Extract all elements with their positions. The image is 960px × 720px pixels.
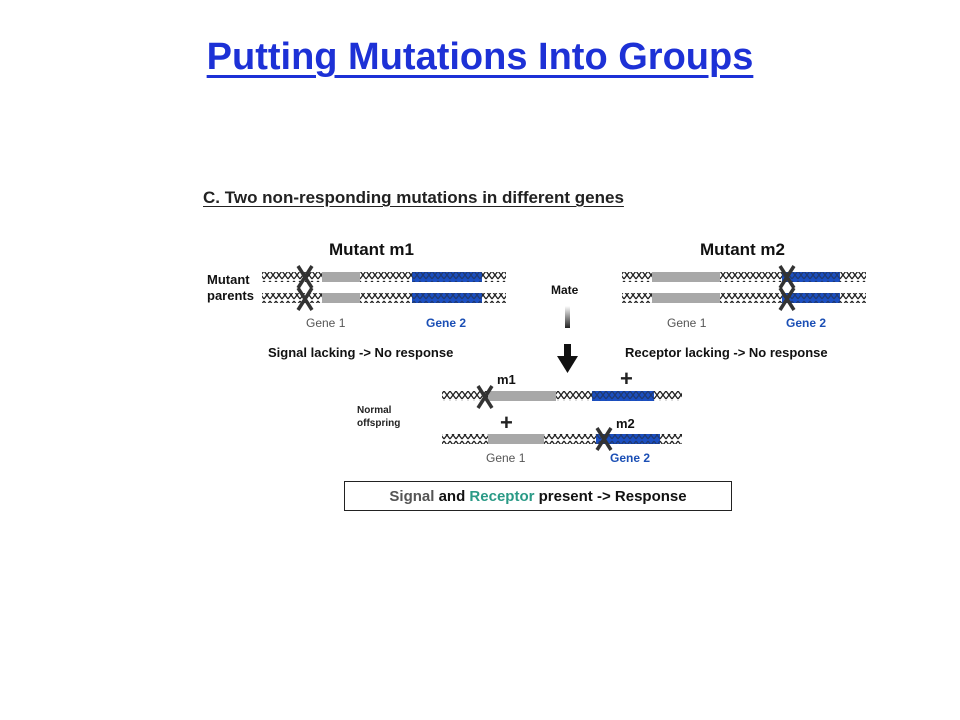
gene1-label-offspring: Gene 1: [486, 451, 526, 465]
mate-arrow-shaft: [565, 306, 570, 328]
chromosome-m2-top: [622, 272, 866, 282]
gene1-label-right: Gene 1: [667, 316, 707, 330]
diagram-subtitle: C. Two non-responding mutations in diffe…: [203, 188, 624, 207]
plus-sign-bottom: +: [500, 410, 513, 435]
mutant-m2-heading: Mutant m2: [700, 240, 785, 259]
chromosome-m1-top: [262, 272, 506, 282]
mutation-mark-offspring-m1: [476, 385, 494, 409]
normal-offspring-label-1: Normal: [357, 405, 392, 416]
chromosome-m1-bottom: [262, 293, 506, 303]
down-arrow-icon: [557, 344, 578, 373]
mutation-mark-m1: [296, 265, 314, 311]
result-signal: Signal: [389, 487, 435, 505]
m1-label: m1: [497, 372, 516, 387]
result-rest: present -> Response: [534, 487, 687, 505]
result-and: and: [434, 487, 470, 505]
result-box: Signal and Receptor present -> Response: [344, 481, 732, 511]
mutant-parents-label-2: parents: [207, 288, 254, 303]
page-title: Putting Mutations Into Groups: [206, 36, 754, 78]
chromosome-m2-bottom: [622, 293, 866, 303]
chromosome-offspring-bottom: [442, 434, 682, 444]
gene2-label-left: Gene 2: [426, 316, 467, 330]
mutant-parents-label-1: Mutant: [207, 272, 250, 287]
plus-sign-top: +: [620, 366, 633, 391]
m2-label: m2: [616, 416, 635, 431]
mate-label: Mate: [551, 283, 579, 297]
mutation-mark-offspring-m2: [595, 427, 613, 451]
mutation-mark-m2: [778, 265, 796, 311]
gene1-label-left: Gene 1: [306, 316, 346, 330]
left-caption: Signal lacking -> No response: [268, 345, 454, 360]
normal-offspring-label: Normal offspring: [357, 404, 427, 430]
gene2-label-right: Gene 2: [786, 316, 827, 330]
mutant-m1-heading: Mutant m1: [329, 240, 414, 259]
normal-offspring-label-2: offspring: [357, 418, 401, 429]
result-receptor: Receptor: [469, 487, 535, 505]
chromosome-offspring-top: [442, 391, 682, 401]
right-caption: Receptor lacking -> No response: [625, 345, 828, 360]
gene2-label-offspring: Gene 2: [610, 451, 651, 465]
